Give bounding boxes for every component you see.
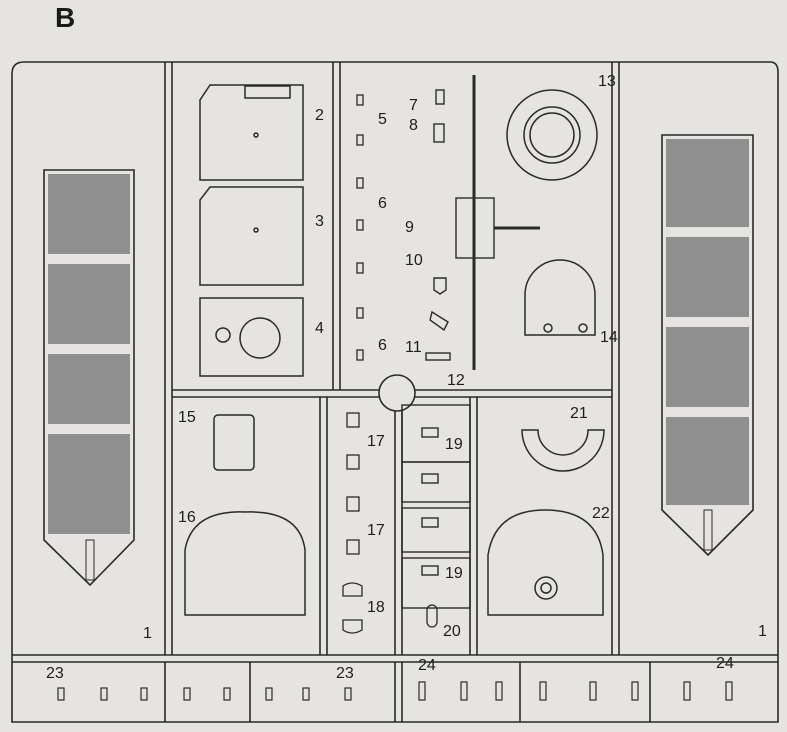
part-number-16: 16 xyxy=(178,509,196,526)
part-number-7: 7 xyxy=(409,97,418,114)
part-number-19a: 19 xyxy=(445,436,463,453)
part-number-10: 10 xyxy=(405,252,423,269)
part-21 xyxy=(521,429,605,472)
parts-5-6 xyxy=(356,94,364,361)
part-8 xyxy=(433,123,445,143)
part-number-6a: 6 xyxy=(378,195,387,212)
part-1-right xyxy=(661,134,754,557)
part-number-6b: 6 xyxy=(378,337,387,354)
part-number-22: 22 xyxy=(592,505,610,522)
part-number-11: 11 xyxy=(405,339,422,356)
part-number-12: 12 xyxy=(447,372,465,389)
part-number-2: 2 xyxy=(315,107,324,124)
part-7 xyxy=(435,89,445,105)
part-number-13: 13 xyxy=(598,73,616,90)
part-3 xyxy=(199,186,304,286)
part-15 xyxy=(213,414,255,471)
part-number-23a: 23 xyxy=(46,665,64,682)
part-20 xyxy=(426,604,438,628)
part-16 xyxy=(184,511,306,616)
part-number-1-left: 1 xyxy=(143,625,152,642)
part-22 xyxy=(487,509,604,616)
part-11 xyxy=(425,352,451,361)
parts-23-24 xyxy=(57,681,733,701)
part-number-24a: 24 xyxy=(418,657,436,674)
part-number-17b: 17 xyxy=(367,522,385,539)
part-number-3: 3 xyxy=(315,213,324,230)
part-10 xyxy=(433,277,447,295)
part-number-23b: 23 xyxy=(336,665,354,682)
part-1-left xyxy=(43,169,135,587)
part-18 xyxy=(342,582,363,634)
part-number-24b: 24 xyxy=(716,655,734,672)
part-number-18: 18 xyxy=(367,599,385,616)
part-number-20: 20 xyxy=(443,623,461,640)
sprue-hub xyxy=(378,374,416,412)
part-number-17a: 17 xyxy=(367,433,385,450)
outer-frame xyxy=(11,61,779,723)
part-number-19b: 19 xyxy=(445,565,463,582)
part-number-9: 9 xyxy=(405,219,414,236)
part-number-14: 14 xyxy=(600,329,618,346)
part-14 xyxy=(524,259,596,336)
part-number-8: 8 xyxy=(409,117,418,134)
sprue-letter: B xyxy=(55,2,76,33)
part-2 xyxy=(199,84,304,181)
part-number-1-right: 1 xyxy=(758,623,767,640)
parts-17 xyxy=(346,412,360,555)
part-13 xyxy=(506,89,598,181)
part-number-5: 5 xyxy=(378,111,387,128)
part-number-15: 15 xyxy=(178,409,196,426)
parts-19 xyxy=(401,404,471,609)
part-number-21: 21 xyxy=(570,405,588,422)
part-4 xyxy=(199,297,304,377)
part-number-4: 4 xyxy=(315,320,324,337)
